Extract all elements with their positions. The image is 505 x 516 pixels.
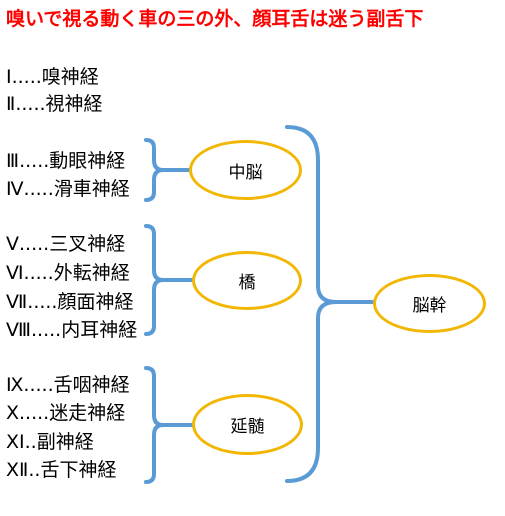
region-midbrain: 中脳 (189, 140, 302, 200)
nerve-11: ⅩⅠ..副神経 (6, 431, 94, 453)
nerve-2: Ⅱ.....視神経 (6, 93, 103, 115)
nerve-10: Ⅹ.....迷走神経 (6, 402, 126, 424)
bracket-medulla (144, 366, 165, 484)
nerve-3: Ⅲ.....動眼神経 (6, 150, 126, 172)
region-pons: 橋 (192, 251, 302, 310)
mnemonic-title: 嗅いで視る動く車の三の外、顔耳舌は迷う副舌下 (6, 8, 424, 30)
nerve-4: Ⅳ.....滑車神経 (6, 178, 130, 200)
nerve-9: Ⅸ.....舌咽神経 (6, 374, 130, 396)
bracket-pons (144, 224, 165, 336)
region-medulla: 延髄 (192, 394, 303, 455)
nerve-5: Ⅴ.....三叉神経 (6, 233, 126, 255)
nerve-1: Ⅰ.....嗅神経 (6, 66, 99, 88)
nerve-8: Ⅷ.....内耳神経 (6, 319, 138, 341)
bracket-midbrain (144, 138, 165, 202)
nerve-12: ⅩⅡ..舌下神経 (6, 459, 117, 481)
nerve-6: Ⅵ.....外転神経 (6, 262, 130, 284)
nerve-7: Ⅶ.....顔面神経 (6, 291, 134, 313)
region-brainstem: 脳幹 (373, 274, 486, 333)
